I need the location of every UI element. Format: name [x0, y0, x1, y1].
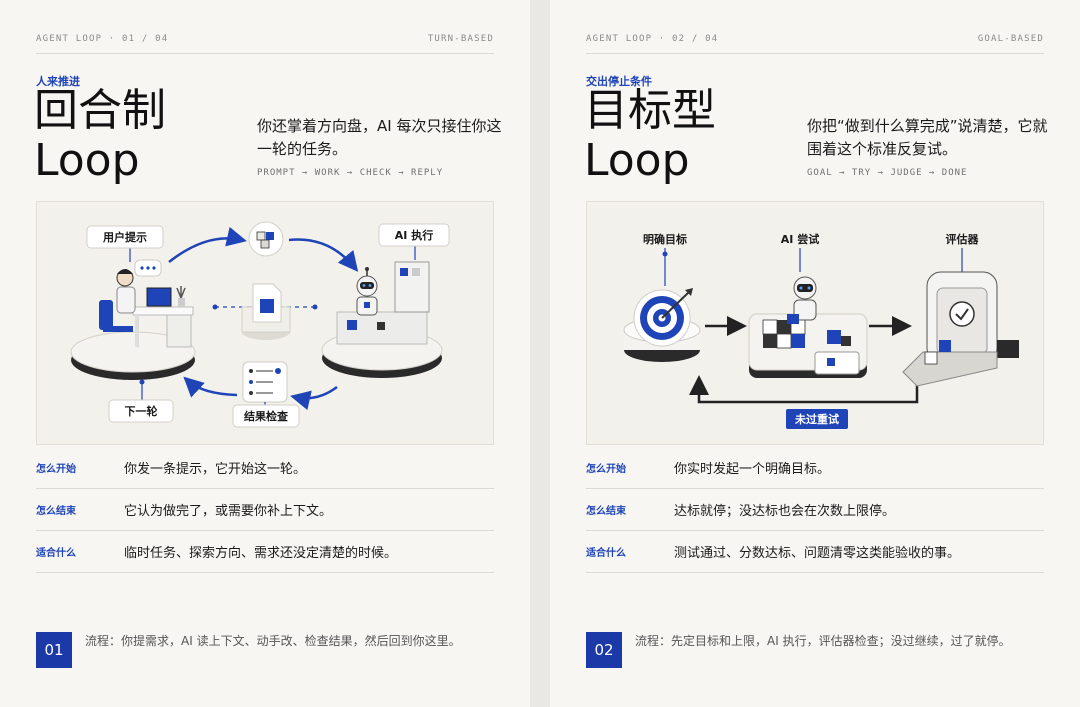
goal-diagram: 明确目标 AI 尝试 评估器 未过重试 — [623, 232, 1019, 429]
tagline: 你还掌着方向盘，AI 每次只接住你这一轮的任务。 — [257, 117, 502, 158]
row-value: 你实时发起一个明确目标。 — [674, 462, 831, 477]
page-title: 目标型 Loop — [584, 86, 716, 186]
header-index: AGENT LOOP · 02 / 04 — [586, 34, 719, 44]
label-next-round: 下一轮 — [125, 404, 158, 418]
chair-icon — [99, 300, 113, 330]
info-table: 怎么开始 你发一条提示，它开始这一轮。 怎么结束 它认为做完了，或需要你补上下文… — [36, 447, 494, 573]
table-row: 适合什么 测试通过、分数达标、问题清零这类能验收的事。 — [586, 531, 1044, 573]
label-clear-goal: 明确目标 — [643, 232, 687, 246]
arrow-dart-icon — [661, 291, 690, 319]
title-line-2: Loop — [584, 135, 690, 186]
card-header: AGENT LOOP · 01 / 04 TURN-BASED — [36, 34, 494, 44]
header-divider — [36, 53, 494, 54]
row-value: 它认为做完了，或需要你补上下文。 — [124, 504, 333, 519]
tagline: 你把“做到什么算完成”说清楚，它就围着这个标准反复试。 — [807, 117, 1048, 158]
label-result-check: 结果检查 — [243, 409, 288, 423]
step-number-badge: 01 — [36, 632, 72, 668]
row-key: 怎么开始 — [586, 464, 626, 475]
table-row: 怎么结束 它认为做完了，或需要你补上下文。 — [36, 489, 494, 531]
illustration-goal-based: 明确目标 AI 尝试 评估器 未过重试 — [586, 201, 1044, 445]
row-key: 怎么结束 — [36, 506, 76, 517]
table-row: 怎么开始 你发一条提示，它开始这一轮。 — [36, 447, 494, 489]
step-number-badge: 02 — [586, 632, 622, 668]
table-row: 适合什么 临时任务、探索方向、需求还没定清楚的时候。 — [36, 531, 494, 573]
row-value: 临时任务、探索方向、需求还没定清楚的时候。 — [124, 546, 398, 561]
kicker: 交出停止条件 — [586, 75, 652, 88]
footer-text: 流程：你提需求，AI 读上下文、动手改、检查结果，然后回到你这里。 — [85, 634, 461, 648]
header-type: TURN-BASED — [427, 34, 494, 44]
table-row: 怎么结束 达标就停；没达标也会在次数上限停。 — [586, 489, 1044, 531]
arrow-top-left — [168, 226, 247, 263]
tablet-icon — [814, 351, 860, 375]
table-row: 怎么开始 你实时发起一个明确目标。 — [586, 447, 1044, 489]
card-goal-based: AGENT LOOP · 02 / 04 GOAL-BASED 交出停止条件 目… — [550, 0, 1080, 707]
kicker: 人来推进 — [36, 75, 80, 88]
desk-icon — [166, 314, 192, 348]
card-turn-based: AGENT LOOP · 01 / 04 TURN-BASED 人来推进 回合制… — [0, 0, 530, 707]
label-ai-execute: AI 执行 — [395, 228, 433, 242]
row-key: 适合什么 — [36, 548, 76, 559]
row-key: 适合什么 — [586, 548, 626, 559]
arrow-bottom-left — [183, 376, 238, 398]
arrow-top-right — [288, 238, 359, 272]
retry-badge — [786, 409, 848, 429]
arrow-retry-loop — [689, 375, 919, 404]
laptop-icon — [146, 287, 172, 307]
flow-steps: PROMPT → WORK → CHECK → REPLY — [257, 168, 444, 178]
arrow-bottom-right — [290, 385, 338, 411]
row-key: 怎么结束 — [586, 506, 626, 517]
page-title: 回合制 Loop — [34, 86, 166, 186]
footer: 01 流程：你提需求，AI 读上下文、动手改、检查结果，然后回到你这里。 — [36, 632, 476, 668]
row-value: 你发一条提示，它开始这一轮。 — [124, 462, 307, 477]
title-line-1: 回合制 — [34, 85, 166, 136]
label-evaluator: 评估器 — [946, 232, 980, 246]
label-user-prompt: 用户提示 — [103, 230, 147, 244]
info-table: 怎么开始 你实时发起一个明确目标。 怎么结束 达标就停；没达标也会在次数上限停。… — [586, 447, 1044, 573]
label-ai-try: AI 尝试 — [781, 232, 819, 246]
flow-steps: GOAL → TRY → JUDGE → DONE — [807, 168, 968, 178]
row-value: 测试通过、分数达标、问题清零这类能验收的事。 — [674, 546, 961, 561]
header-type: GOAL-BASED — [977, 34, 1044, 44]
loop-diagram: 用户提示 AI 执行 下一轮 结果检查 — [70, 221, 450, 428]
row-key: 怎么开始 — [36, 464, 76, 475]
title-line-2: Loop — [34, 135, 140, 186]
check-icon — [949, 301, 975, 327]
footer: 02 流程：先定目标和上限，AI 执行，评估器检查；没过继续，过了就停。 — [586, 632, 1026, 668]
title-line-1: 目标型 — [584, 85, 716, 136]
header-divider — [586, 53, 1044, 54]
row-value: 达标就停；没达标也会在次数上限停。 — [674, 504, 896, 519]
label-retry: 未过重试 — [794, 412, 839, 426]
header-index: AGENT LOOP · 01 / 04 — [36, 34, 169, 44]
illustration-turn-based: 用户提示 AI 执行 下一轮 结果检查 — [36, 201, 494, 445]
card-header: AGENT LOOP · 02 / 04 GOAL-BASED — [586, 34, 1044, 44]
footer-text: 流程：先定目标和上限，AI 执行，评估器检查；没过继续，过了就停。 — [635, 634, 1011, 648]
